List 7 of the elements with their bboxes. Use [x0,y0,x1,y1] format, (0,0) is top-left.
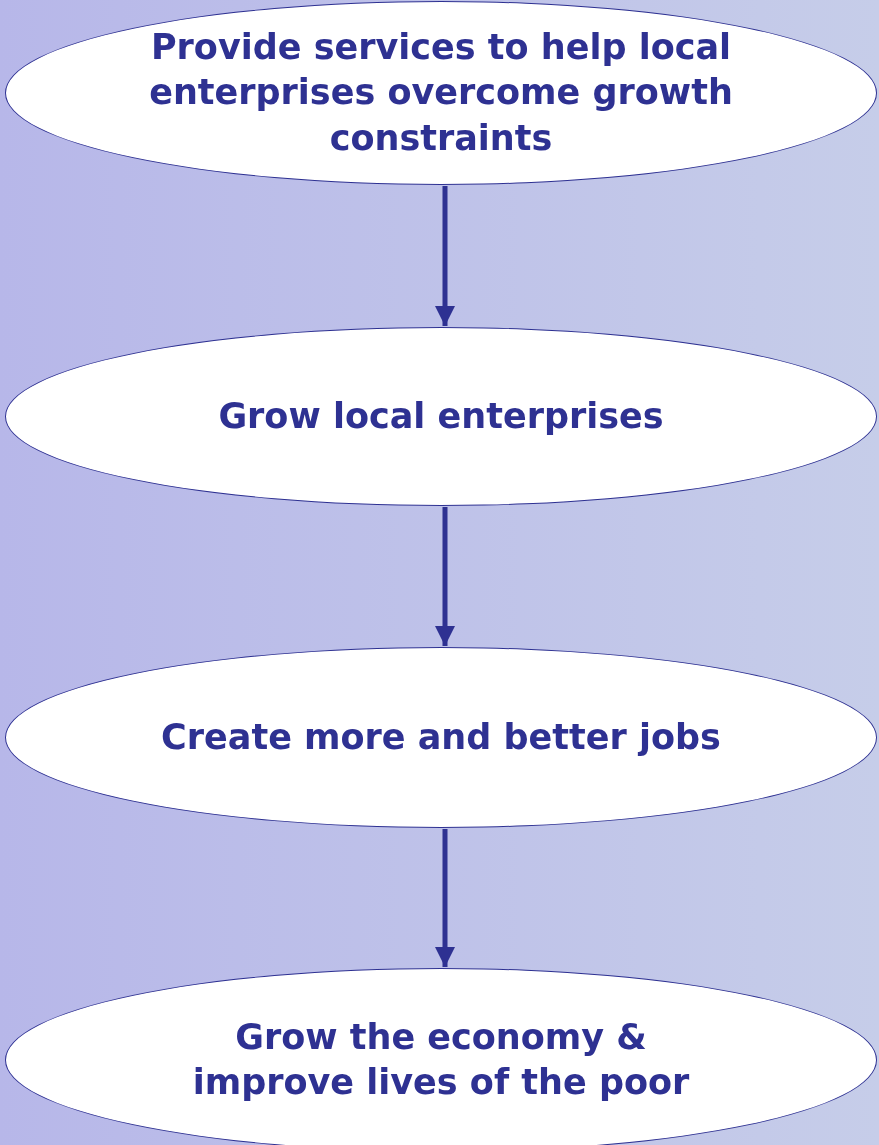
node-label: Create more and better jobs [161,715,721,759]
arrow [435,186,455,326]
node-label: Grow the economy & improve lives of the poor [191,1015,691,1104]
arrow [435,829,455,967]
arrow [435,507,455,646]
node-label: Provide services to help local enterprises overcome growth constraints [148,25,734,160]
node-label: Grow local enterprises [218,394,664,438]
